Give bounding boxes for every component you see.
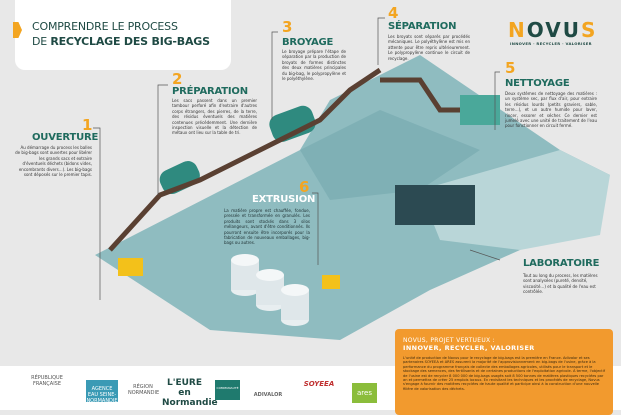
project-text: L'unité de production de Novus pour le r… [403, 356, 605, 391]
storage-blocks [395, 185, 475, 225]
partner-logo-communaute: COMMUNAUTÉ [215, 380, 240, 400]
callout-lines [93, 17, 501, 300]
step-5-text: Deux systèmes de nettoyage des matières … [505, 91, 597, 129]
logo-n: N [508, 18, 527, 42]
logo-s: S [580, 18, 598, 42]
step-4-text: Les broyats sont séparés par procédés mé… [388, 34, 470, 61]
step-4-number: 4 [388, 4, 399, 22]
step-6-text: La matière propre est chauffée, fondue, … [224, 208, 310, 246]
partner-logo-republique: RÉPUBLIQUE FRANÇAISE [31, 375, 63, 387]
page-title-line1: COMPRENDRE LE PROCESS [32, 20, 178, 33]
title-prefix: DE [32, 35, 51, 48]
page-title-line2: DE RECYCLAGE DES BIG-BAGS [32, 35, 210, 48]
lab-title: LABORATOIRE [523, 258, 600, 269]
step-2-title: PRÉPARATION [172, 86, 248, 97]
partner-logo-adivalor: ADIVALOR [253, 392, 283, 398]
drum-2 [269, 105, 316, 142]
loader-vehicle [118, 258, 143, 276]
step-3-text: Le broyage prépare l'étape de séparation… [282, 49, 346, 82]
partner-logo-eure: L'EURE en Normandie [162, 378, 218, 408]
lab-text: Tout au long du process, les matières so… [523, 273, 598, 295]
cleaning-unit [460, 95, 500, 125]
step-1-number: 1 [82, 116, 93, 134]
forklift [322, 275, 340, 289]
step-6-title: EXTRUSION [252, 194, 316, 205]
partner-logo-normandie: RÉGION NORMANDIE [128, 384, 160, 396]
floor-upper-zone [300, 110, 480, 200]
step-1-title: OUVERTURE [32, 132, 99, 143]
partner-logo-ares: ares [352, 383, 377, 403]
step-1-text: Au démarrage du process les balles de bi… [15, 145, 92, 178]
project-title-2: INNOVER, RECYCLER, VALORISER [403, 344, 535, 352]
step-5-number: 5 [505, 59, 516, 77]
step-3-number: 3 [282, 18, 293, 36]
conveyor-2 [380, 77, 470, 113]
step-3-title: BROYAGE [282, 37, 334, 48]
step-2-text: Les sacs passent dans un premier tambour… [172, 98, 257, 136]
title-marker [13, 22, 22, 38]
novus-logo: NOVUS [508, 18, 597, 42]
brand-tagline: INNOVER · RECYCLER · VALORISER [510, 41, 592, 46]
conveyor [108, 67, 382, 252]
project-box: NOVUS, PROJET VERTUEUX : INNOVER, RECYCL… [395, 329, 613, 415]
step-6-number: 6 [299, 178, 310, 196]
logo-ovu: OVU [526, 18, 581, 42]
partner-logo-eau: AGENCE EAU SEINE-NORMANDIE [86, 380, 118, 404]
step-4-title: SÉPARATION [388, 21, 457, 32]
title-bold: RECYCLAGE DES BIG-BAGS [50, 35, 210, 48]
title-box [15, 0, 231, 70]
step-5-title: NETTOYAGE [505, 78, 570, 89]
project-title-1: NOVUS, PROJET VERTUEUX : [403, 337, 495, 344]
partner-logo-soyeea: SOYEEA [303, 380, 335, 388]
step-2-number: 2 [172, 70, 183, 88]
